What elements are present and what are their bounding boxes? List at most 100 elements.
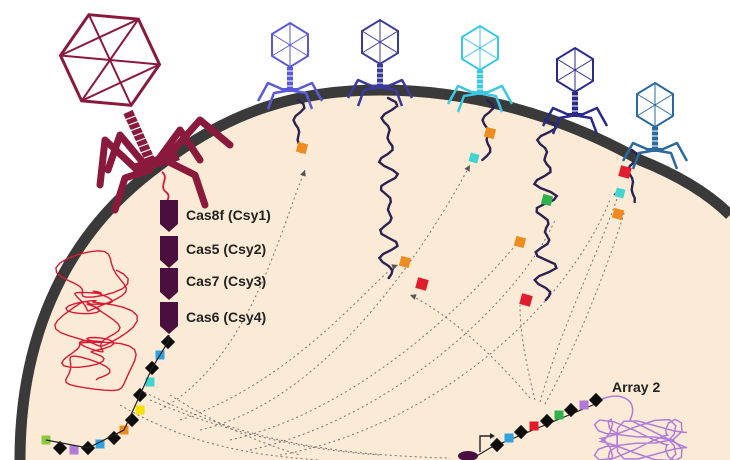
small-phage-leg-4-2 [660, 141, 689, 162]
phage-spacer-1 [398, 255, 412, 269]
phage-spacer-2 [415, 277, 429, 291]
dotted-path-11 [139, 389, 451, 459]
array1-spacer-5 [135, 405, 145, 415]
arrowhead-4 [410, 294, 417, 300]
large-phage-tail-ring-2 [126, 125, 144, 133]
small-phage-leg-0-2 [295, 81, 324, 102]
large-phage-tail-ring-5 [134, 141, 152, 150]
phage-spacer-3 [483, 126, 497, 140]
small-phage-facet-4-2 [636, 93, 656, 106]
phage-spacer-5 [540, 193, 554, 207]
small-phage-leg-3-0 [541, 106, 570, 127]
small-phage-baseplate-3 [567, 113, 583, 117]
large-phage-leg-1 [104, 131, 149, 174]
array1-spacer-11 [69, 445, 79, 455]
injected-phage-dna [292, 96, 639, 307]
arrowhead-tip-1 [391, 264, 398, 270]
small-phage-facet-4-3 [654, 104, 674, 117]
large-phage-facet-1 [109, 18, 140, 61]
large-phage-tail-ring-3 [129, 130, 147, 139]
large-phage-facet-4 [80, 59, 111, 102]
small-phage-facet-3-3 [574, 69, 594, 82]
small-phage-facet-3-1 [574, 58, 594, 71]
dotted-path-7 [519, 304, 536, 401]
array2-repeat-6 [563, 402, 579, 418]
small-phage-facet-2-2 [461, 36, 481, 49]
small-phage-facet-2-1 [479, 36, 499, 49]
small-phages [256, 18, 689, 170]
small-phage-facet-0-1 [289, 33, 309, 46]
large-phage-tail-ring-1 [124, 119, 141, 128]
arrowhead-tip-2 [464, 165, 470, 172]
small-phage-facet-1-3 [379, 41, 399, 54]
cell-wall [14, 84, 730, 460]
large-phage-icon [58, 13, 234, 214]
large-phage-tail-ring-6 [137, 147, 154, 155]
large-phage-tail-ring-0 [121, 114, 139, 122]
small-phage-facet-2-4 [461, 47, 481, 60]
small-phage-icon-0 [256, 21, 324, 110]
array2-spacer-3 [529, 421, 539, 431]
array2-repeat-2 [513, 424, 529, 440]
arrowhead-tip-4 [410, 294, 417, 300]
large-phage-leg-5 [161, 156, 209, 209]
small-phage-facet-1-1 [379, 30, 399, 43]
small-phage-leg-2-3 [483, 92, 504, 113]
small-phage-icon-2 [446, 24, 514, 113]
dotted-path-12 [169, 394, 301, 456]
small-phage-leg-4-3 [658, 149, 679, 170]
phage-spacer-9 [614, 187, 626, 199]
small-phage-leg-3-2 [580, 106, 609, 127]
array1-spacer-9 [95, 439, 105, 449]
small-phage-baseplate-2 [472, 91, 488, 95]
large-phage-leg-3 [164, 116, 234, 160]
small-phage-leg-1-0 [346, 78, 375, 99]
dotted-path-5 [279, 199, 611, 456]
small-phage-facet-0-4 [271, 44, 291, 57]
chromosome-strand [54, 250, 138, 392]
small-phage-leg-1-3 [383, 86, 404, 107]
small-phage-facet-1-2 [361, 30, 381, 43]
cas-protein-icon-3 [160, 302, 178, 334]
small-phage-tail-1 [377, 64, 383, 86]
large-phage-leg-4 [111, 166, 154, 214]
small-phage-leg-2-2 [485, 84, 514, 105]
small-phage-leg-2-0 [446, 84, 475, 105]
array2-repeat-8 [588, 392, 604, 408]
cas-protein-icon-1 [160, 236, 178, 268]
array2-leader [458, 451, 478, 460]
small-phage-facet-3-2 [556, 58, 576, 71]
array2-spacer-1 [504, 433, 514, 443]
large-phage-facet-2 [60, 54, 111, 61]
large-phage-head [58, 13, 162, 107]
small-phage-leg-0-0 [256, 81, 285, 102]
cas-complex [160, 200, 178, 334]
array2-spacer-7 [579, 400, 589, 410]
small-phage-leg-3-3 [578, 114, 599, 135]
small-phage-leg-3-1 [551, 114, 572, 135]
phage-dna-strand-3 [532, 118, 559, 302]
dotted-path-8 [539, 189, 621, 403]
cas-protein-icon-0 [160, 200, 178, 232]
dotted-path-13 [119, 404, 321, 460]
cas6-label: Cas6 (Csy4) [186, 309, 266, 325]
array2-repeat-0 [489, 437, 505, 453]
small-phage-facet-4-4 [636, 104, 656, 117]
promoter-arrow-icon [479, 435, 490, 452]
cas5-label: Cas5 (Csy2) [186, 241, 266, 257]
small-phage-facet-0-2 [271, 33, 291, 46]
phage-spacer-4 [468, 152, 480, 164]
cas7-label: Cas7 (Csy3) [186, 273, 266, 289]
small-phage-leg-0-1 [266, 89, 287, 110]
small-phage-tail-2 [477, 70, 483, 92]
large-phage-facet-7 [81, 63, 160, 102]
crispr-arrays [41, 334, 604, 460]
small-phage-baseplate-1 [372, 85, 388, 89]
arrowhead-2 [464, 165, 470, 172]
large-phage-leg-0 [96, 136, 139, 189]
array2-label: Array 2 [612, 379, 660, 395]
array1-repeat-6 [124, 412, 140, 428]
promoter-arrowhead [490, 433, 495, 439]
small-phage-icon-3 [541, 46, 609, 135]
small-phage-tail-3 [572, 92, 578, 114]
